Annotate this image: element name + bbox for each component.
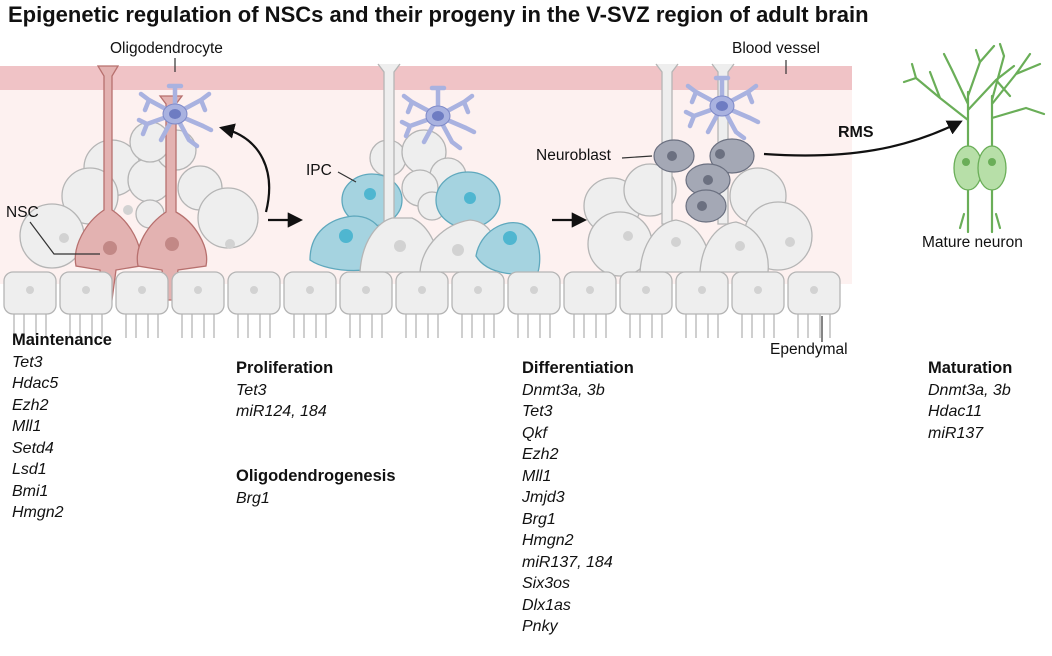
gene-item: Tet3 (522, 403, 553, 420)
maintenance-column: Maintenance Tet3 Hdac5 Ezh2 Mll1 Setd4 L… (12, 330, 112, 524)
gene-item: Brg1 (236, 489, 270, 507)
neuroblast-cell (709, 138, 755, 174)
blood-vessel-label: Blood vessel (732, 40, 820, 57)
differentiation-column: Differentiation Dnmt3a, 3b Tet3 Qkf Ezh2… (522, 358, 634, 638)
blood-vessel-band (0, 66, 852, 90)
gene-item: Pnky (522, 618, 558, 635)
ipc-label: IPC (306, 162, 332, 179)
proliferation-column: Proliferation Tet3 miR124, 184 (236, 358, 333, 423)
gene-item: miR137, 184 (522, 553, 613, 571)
differentiation-heading: Differentiation (522, 359, 634, 377)
gene-item: Jmjd3 (522, 489, 565, 506)
neuroblast-pointer (621, 155, 653, 159)
ipc-cluster (309, 63, 541, 275)
gene-item: Dnmt3a, 3b (928, 381, 1011, 399)
gene-item: Lsd1 (12, 461, 47, 478)
neuroblast-cluster (583, 63, 813, 277)
ependymal-label: Ependymal (770, 341, 848, 358)
gene-item: Hmgn2 (522, 532, 574, 549)
gene-item: Hmgn2 (12, 504, 64, 521)
mature-neuron (902, 42, 1046, 234)
maturation-column: Maturation Dnmt3a, 3b Hdac11 miR137 (928, 358, 1012, 444)
gene-item: Dnmt3a, 3b (522, 381, 605, 399)
ipc-pointer (337, 171, 357, 183)
proliferation-heading: Proliferation (236, 359, 334, 377)
gene-item: Setd4 (12, 439, 54, 457)
gene-item: Brg1 (522, 510, 556, 528)
gene-item: Ezh2 (522, 446, 559, 463)
gene-item: Ezh2 (12, 396, 49, 414)
rms-label: RMS (838, 124, 874, 141)
gene-item: Hdac11 (928, 403, 982, 420)
maintenance-heading: Maintenance (12, 331, 112, 349)
oligodendrogenesis-arrow (219, 123, 271, 213)
nsc-cluster (19, 65, 259, 301)
gene-item: Hdac5 (12, 375, 59, 392)
gene-item: Qkf (522, 424, 547, 442)
page-title: Epigenetic regulation of NSCs and their … (8, 2, 869, 27)
oligodendrogenesis-heading: Oligodendrogenesis (236, 467, 396, 485)
oligodendrocyte-label: Oligodendrocyte (110, 40, 223, 57)
gene-item: miR124, 184 (236, 403, 327, 420)
gene-item: Tet3 (236, 381, 267, 399)
gene-item: miR137 (928, 424, 984, 442)
rms-arrow (763, 120, 963, 157)
ipc-cell (475, 222, 541, 275)
ependymal-layer (3, 271, 841, 339)
nsc-pointer (29, 221, 100, 255)
nsc-label: NSC (6, 204, 39, 221)
maturation-heading: Maturation (928, 359, 1013, 377)
gene-item: Dlx1as (522, 596, 571, 614)
gene-item: Tet3 (12, 353, 43, 371)
gene-item: Mll1 (12, 418, 42, 435)
gene-item: Mll1 (522, 467, 552, 485)
gene-item: Six3os (522, 575, 571, 592)
mature-neuron-label: Mature neuron (922, 234, 1023, 251)
gene-item: Bmi1 (12, 482, 49, 500)
neuroblast-label: Neuroblast (536, 147, 611, 164)
oligodendrogenesis-column: Oligodendrogenesis Brg1 (236, 466, 396, 509)
